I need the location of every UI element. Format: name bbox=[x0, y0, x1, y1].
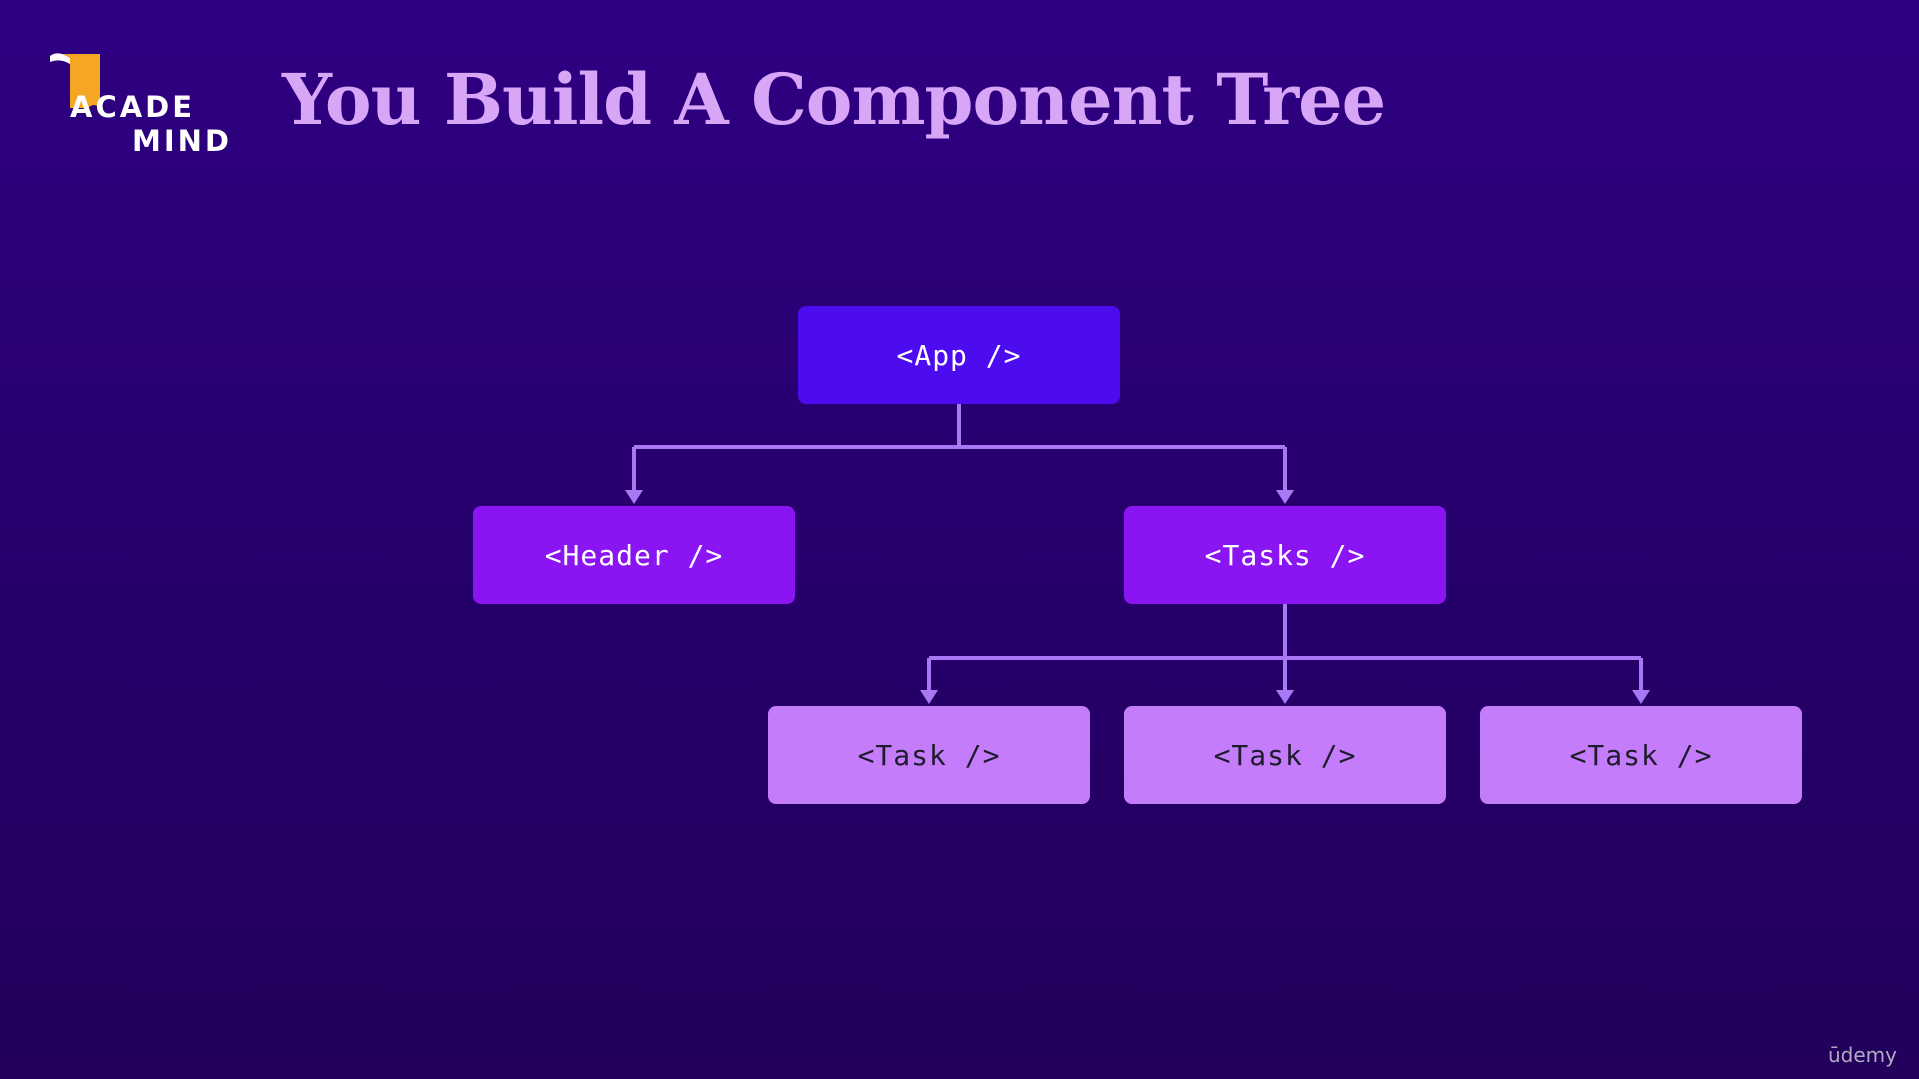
logo-text-line2: MIND bbox=[132, 124, 232, 158]
logo-banner-icon bbox=[50, 53, 100, 108]
node-task-2: <Task /> bbox=[1124, 706, 1446, 804]
arrowhead-task-1-icon bbox=[920, 690, 938, 704]
node-task-3: <Task /> bbox=[1480, 706, 1802, 804]
academind-logo: ACADE MIND bbox=[48, 50, 238, 160]
arrowhead-tasks-icon bbox=[1276, 490, 1294, 504]
node-header: <Header /> bbox=[473, 506, 795, 604]
logo-text-line1: ACADE bbox=[70, 90, 196, 124]
node-app: <App /> bbox=[798, 306, 1120, 404]
node-tasks: <Tasks /> bbox=[1124, 506, 1446, 604]
slide-title: You Build A Component Tree bbox=[282, 58, 1386, 141]
node-task-1: <Task /> bbox=[768, 706, 1090, 804]
udemy-watermark: ūdemy bbox=[1828, 1043, 1897, 1067]
arrowhead-task-2-icon bbox=[1276, 690, 1294, 704]
arrowhead-header-icon bbox=[625, 490, 643, 504]
arrowhead-task-3-icon bbox=[1632, 690, 1650, 704]
